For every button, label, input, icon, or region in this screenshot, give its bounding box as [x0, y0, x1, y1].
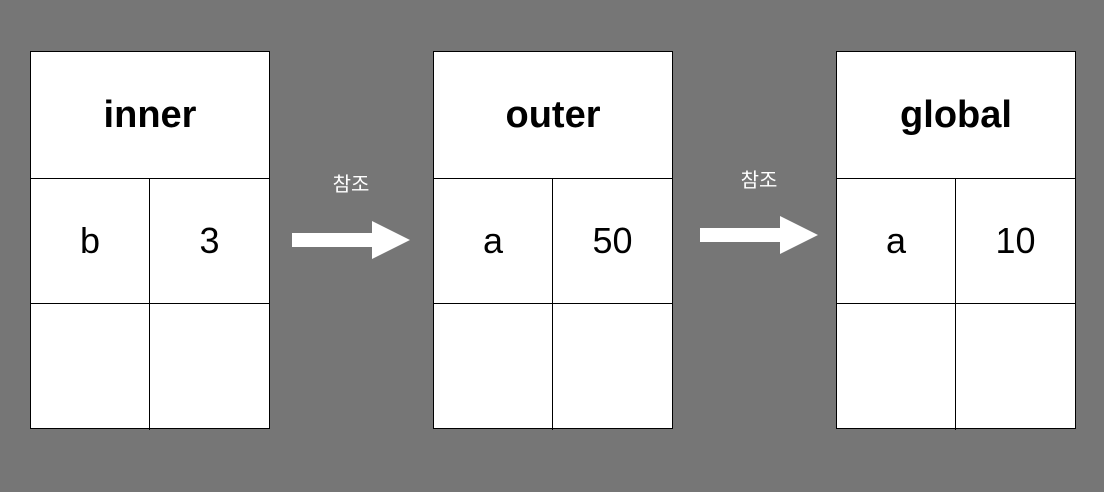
variable-row: a 50 — [434, 178, 672, 304]
scope-title: outer — [434, 52, 672, 179]
scope-title: global — [837, 52, 1075, 179]
variable-value: 10 — [995, 219, 1036, 261]
scope-box-outer: outer a 50 — [433, 51, 673, 430]
variable-row: a 10 — [837, 178, 1075, 304]
variable-row — [31, 304, 269, 430]
variable-name — [837, 304, 956, 430]
reference-label: 참조 — [332, 174, 370, 196]
reference-label: 참조 — [740, 170, 778, 192]
right-arrow-icon — [292, 221, 410, 259]
variable-name: b — [31, 178, 150, 303]
variable-row: b 3 — [31, 178, 269, 304]
scope-title: inner — [31, 52, 269, 179]
variable-name — [31, 304, 150, 430]
variable-row — [837, 304, 1075, 430]
variable-value — [150, 304, 269, 430]
variable-value: 3 — [199, 219, 220, 261]
scope-box-inner: inner b 3 — [30, 51, 270, 430]
right-arrow-icon — [700, 216, 818, 254]
variable-value — [553, 304, 672, 430]
variable-row — [434, 304, 672, 430]
variable-name: a — [434, 178, 553, 303]
scope-box-global: global a 10 — [836, 51, 1076, 430]
variable-value — [956, 304, 1075, 430]
variable-name: a — [837, 178, 956, 303]
variable-value: 50 — [592, 219, 633, 261]
variable-name — [434, 304, 553, 430]
